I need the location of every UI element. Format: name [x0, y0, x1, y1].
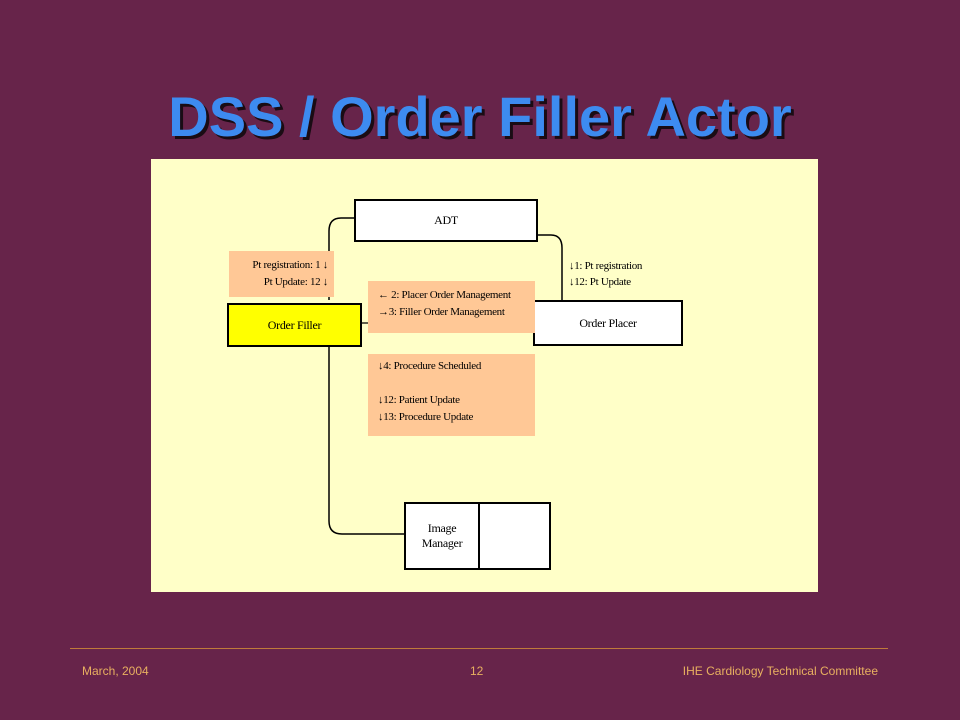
note-line: Pt registration: 1 ↓: [252, 259, 328, 271]
note-line: ↓12: Patient Update: [378, 394, 460, 406]
filler-image-manager-connector: [328, 346, 404, 535]
image-manager-label: Image Manager: [421, 521, 463, 550]
adt-actor-box: ADT: [354, 199, 538, 242]
order-filler-actor-box: Order Filler: [227, 303, 362, 347]
scheduling-updates-note: ↓4: Procedure Scheduled ↓12: Patient Upd…: [368, 354, 535, 436]
note-spacer: [378, 375, 535, 392]
adt-placer-connector: [538, 234, 563, 300]
order-placer-transactions-note: ↓1: Pt registration ↓12: Pt Update: [569, 258, 642, 290]
order-placer-label: Order Placer: [579, 315, 637, 330]
order-filler-label: Order Filler: [267, 317, 322, 332]
footer-date: March, 2004: [82, 664, 149, 678]
note-line: ↓12: Pt Update: [569, 276, 631, 288]
note-line: Pt Update: 12 ↓: [263, 276, 329, 288]
note-line: →3: Filler Order Management: [378, 306, 505, 318]
note-line: ↓1: Pt registration: [569, 260, 643, 272]
note-line: ↓4: Procedure Scheduled: [378, 360, 482, 372]
note-line: ↓13: Procedure Update: [378, 411, 474, 423]
order-management-note: ← 2: Placer Order Management →3: Filler …: [368, 281, 535, 333]
image-manager-side-box: [478, 502, 551, 570]
order-filler-transactions-note: Pt registration: 1 ↓ Pt Update: 12 ↓: [229, 251, 334, 297]
diagram-panel: ADT Order Filler Order Placer Image Mana…: [151, 159, 818, 592]
note-line: ← 2: Placer Order Management: [378, 289, 511, 301]
adt-filler-connector: [328, 217, 354, 300]
slide-title: DSS / Order Filler Actor: [168, 85, 792, 148]
footer-committee: IHE Cardiology Technical Committee: [682, 664, 878, 678]
image-manager-actor-box: Image Manager: [404, 502, 480, 570]
footer-page-number: 12: [470, 664, 484, 678]
adt-label: ADT: [434, 213, 458, 227]
footer-divider: [70, 648, 888, 649]
order-placer-actor-box: Order Placer: [533, 300, 683, 346]
